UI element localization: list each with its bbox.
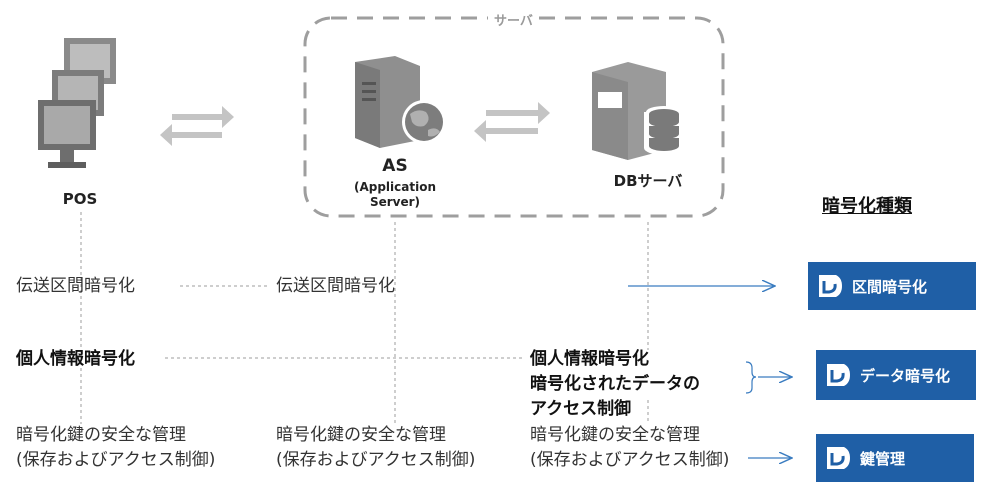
key-pos-line2: (保存およびアクセス制御) [16,450,216,470]
transport-as-text: 伝送区間暗号化 [276,276,395,296]
badge-key-management: 鍵管理 [816,434,974,482]
bidirectional-arrow-icon [474,102,550,142]
app-server-icon [355,56,446,148]
as-sublabel: (Application Server) [353,180,437,209]
key-pos-line1: 暗号化鍵の安全な管理 [16,425,186,445]
as-label: AS [382,156,408,176]
monitor-stack-icon [38,38,116,168]
badge-key-label: 鍵管理 [860,449,906,468]
personal-db-line3: アクセス制御 [530,399,632,419]
personal-db-line2: 暗号化されたデータの [530,374,700,394]
encryption-types-title: 暗号化種類 [822,196,912,217]
db-label: DBサーバ [613,172,683,190]
bidirectional-arrow-icon [160,106,234,146]
key-db-line1: 暗号化鍵の安全な管理 [530,425,700,445]
personal-pos-text: 個人情報暗号化 [16,349,135,369]
product-logo-icon [827,447,850,469]
database-server-icon [592,62,684,160]
badge-data-encryption: データ暗号化 [816,350,976,400]
pos-label: POS [62,190,98,208]
personal-db-line1: 個人情報暗号化 [530,349,649,369]
badge-transport-label: 区間暗号化 [852,277,928,296]
vertical-guides [80,212,649,424]
server-group-title: サーバ [488,10,539,29]
badge-transport-encryption: 区間暗号化 [808,262,976,310]
transport-pos-text: 伝送区間暗号化 [16,276,135,296]
key-as-line2: (保存およびアクセス制御) [276,450,476,470]
badge-data-label: データ暗号化 [860,366,951,385]
brace-icon [745,361,757,394]
key-db-line2: (保存およびアクセス制御) [530,450,730,470]
product-logo-icon [827,364,850,386]
horizontal-guides [165,285,525,359]
product-logo-icon [819,275,842,297]
key-as-line1: 暗号化鍵の安全な管理 [276,425,446,445]
